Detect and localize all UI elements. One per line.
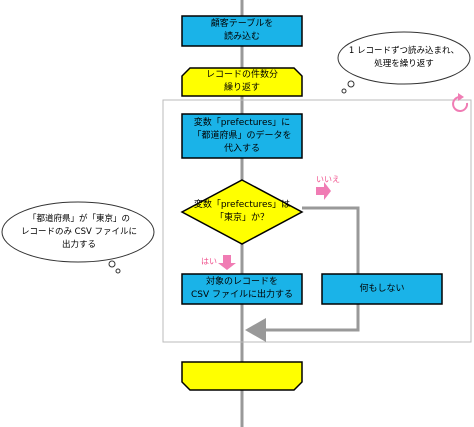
decision-diamond: [180, 179, 304, 245]
loop-start-label: レコードの件数分 繰り返す: [205, 70, 278, 93]
process-output-label: 対象のレコードを CSV ファイルに出力する: [190, 277, 293, 300]
no-arrow-icon: [316, 182, 331, 200]
loop-end-label: [182, 362, 302, 390]
process-nothing: [321, 273, 443, 305]
refresh-icon: [452, 93, 469, 112]
callout-top-right-text: 1 レコードずつ読み込まれ、 処理を繰り返す: [348, 46, 460, 69]
loop-end-shape: [181, 361, 303, 391]
process-assign: [181, 113, 303, 159]
process-read-table: [181, 15, 303, 47]
callout-left: [1, 201, 155, 274]
no-branch-line: [245, 206, 360, 342]
decision-label: 変数「prefectures」は 「東京」か？: [193, 200, 291, 223]
process-output: [181, 273, 303, 305]
callout-top-right: [337, 31, 471, 94]
process-assign-label: 変数「prefectures」に 「都道府県」のデータを 代入する: [192, 117, 292, 154]
loop-start-shape: [181, 67, 303, 97]
yes-arrow-icon: [218, 255, 236, 270]
process-nothing-label: 何もしない: [359, 283, 405, 294]
no-label: いいえ: [316, 174, 340, 184]
yes-label: はい: [201, 256, 217, 266]
loop-frame: [162, 99, 472, 343]
callout-left-text: 「都道府県」が「東京」の レコードのみ CSV ファイルに 出力する: [20, 213, 138, 250]
process-read-table-label: 顧客テーブルを 読み込む: [210, 19, 274, 42]
